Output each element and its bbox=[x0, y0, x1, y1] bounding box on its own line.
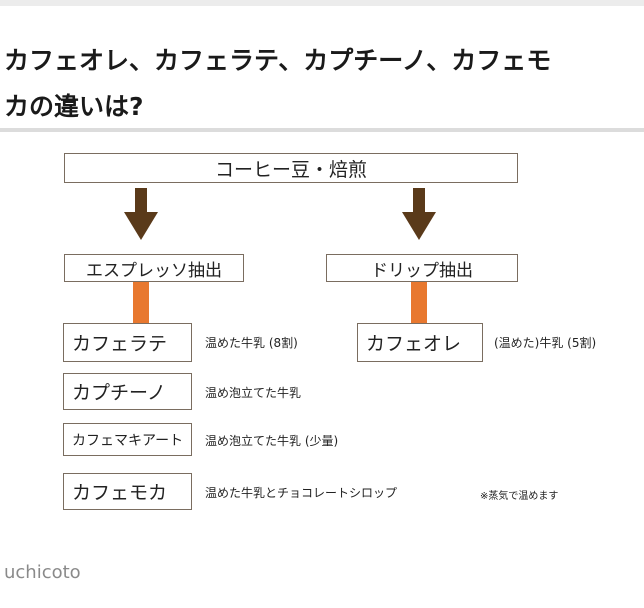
drink-box-caffe-macchiato: カフェマキアート bbox=[63, 423, 192, 456]
milk-note-caffe-mocha: 温めた牛乳とチョコレートシロップ bbox=[205, 486, 398, 500]
arrow-down-espresso-icon bbox=[124, 188, 158, 240]
heading-underline bbox=[0, 128, 644, 132]
drink-box-caffe-latte: カフェラテ bbox=[63, 323, 192, 362]
drink-box-cafe-au-lait: カフェオレ bbox=[357, 323, 483, 362]
espresso-connector bbox=[133, 282, 149, 323]
article-heading: カフェオレ、カフェラテ、カプチーノ、カフェモ カの違いは? bbox=[4, 38, 644, 130]
drink-box-caffe-mocha: カフェモカ bbox=[63, 473, 192, 510]
espresso-method-box: エスプレッソ抽出 bbox=[64, 254, 244, 282]
milk-note-caffe-macchiato: 温め泡立てた牛乳 (少量) bbox=[205, 434, 339, 448]
milk-note-cappuccino: 温め泡立てた牛乳 bbox=[205, 386, 302, 400]
root-box: コーヒー豆・焙煎 bbox=[64, 153, 518, 183]
top-divider bbox=[0, 0, 644, 6]
source-credit: uchicoto bbox=[4, 562, 81, 583]
milk-note-cafe-au-lait: (温めた)牛乳 (5割) bbox=[494, 336, 597, 350]
drink-box-cappuccino: カプチーノ bbox=[63, 373, 192, 410]
drip-connector bbox=[411, 282, 427, 323]
steam-footnote: ※蒸気で温めます bbox=[480, 491, 559, 502]
heading-line-1: カフェオレ、カフェラテ、カプチーノ、カフェモ bbox=[4, 46, 552, 75]
drip-method-box: ドリップ抽出 bbox=[326, 254, 518, 282]
arrow-down-drip-icon bbox=[402, 188, 436, 240]
milk-note-caffe-latte: 温めた牛乳 (8割) bbox=[205, 336, 298, 350]
heading-line-2: カの違いは? bbox=[4, 92, 144, 121]
